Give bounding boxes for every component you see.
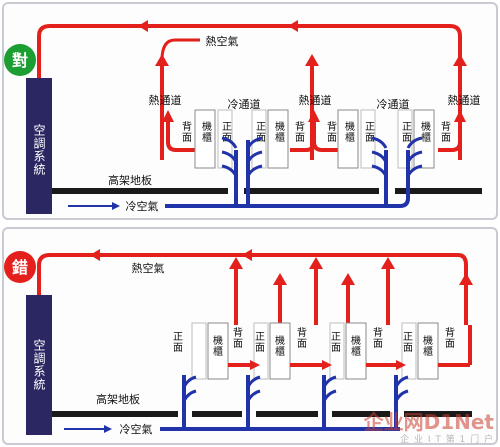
- watermark-brand: 企业网D1Net: [363, 410, 494, 434]
- back-label: 背面: [180, 120, 192, 143]
- front-label: 正面: [171, 331, 183, 353]
- rack-label: 機櫃: [211, 334, 223, 357]
- cold-aisle-label: 冷通道: [228, 97, 261, 111]
- hot-arrowhead: [288, 20, 298, 32]
- hot-air-label: 熱空氣: [206, 34, 239, 48]
- watermark: 企业网D1Net 企 业 I T 第 1 门 户: [364, 412, 494, 445]
- hot-arrowhead: [138, 20, 148, 32]
- watermark-sub: 企 业 I T 第 1 门 户: [400, 435, 494, 445]
- back-label: 背面: [371, 326, 383, 349]
- hot-arrowhead: [242, 249, 252, 261]
- hot-air-return-line: [37, 253, 468, 295]
- hot-air-return-line: [37, 24, 462, 86]
- back-label: 背面: [293, 120, 305, 143]
- back-label: 背面: [295, 326, 307, 349]
- hot-aisle-exhaust: [162, 110, 466, 152]
- front-label: 正面: [400, 121, 412, 143]
- ac-label: 空調系統: [32, 124, 46, 176]
- cold-air-curls: [182, 375, 409, 402]
- hot-air-label: 熱空氣: [132, 261, 165, 275]
- rack-label: 機櫃: [343, 120, 355, 143]
- cold-aisle-label: 冷通道: [377, 97, 410, 111]
- correct-panel: 空調系統 熱空氣 熱通道: [0, 0, 500, 222]
- front-label: 正面: [254, 121, 266, 143]
- correct-badge: [4, 44, 36, 76]
- cold-air-label: 冷空氣: [126, 199, 159, 213]
- cold-air-curls: [221, 136, 423, 177]
- hot-aisle-label: 熱通道: [448, 93, 481, 107]
- floor-label: 高架地板: [96, 392, 140, 406]
- ac-unit: [26, 295, 52, 435]
- hot-aisle-label: 熱通道: [149, 93, 182, 107]
- front-label: 正面: [401, 331, 413, 353]
- rack-label: 機櫃: [349, 334, 361, 357]
- correct-badge-text: 對: [12, 51, 28, 70]
- wrong-badge: [4, 251, 36, 283]
- ac-label: 空調系統: [32, 339, 46, 391]
- front-label: 正面: [329, 331, 341, 353]
- rack-label: 機櫃: [421, 334, 433, 357]
- rack-label: 機櫃: [200, 120, 212, 143]
- rack-label: 機櫃: [273, 120, 285, 143]
- ac-unit: [26, 78, 52, 214]
- hot-recirculation: [228, 325, 472, 367]
- front-label: 正面: [253, 331, 265, 353]
- wrong-diagram: 空調系統 熱空氣 正面 機櫃 背面 正面 機: [4, 249, 473, 436]
- cold-air-label: 冷空氣: [120, 422, 153, 436]
- raised-floor: [52, 188, 482, 194]
- front-label: 正面: [363, 121, 375, 143]
- back-label: 背面: [443, 326, 455, 349]
- hot-risers: [234, 265, 468, 325]
- back-label: 背面: [325, 120, 337, 143]
- wrong-panel: 空調系統 熱空氣 正面 機櫃 背面 正面 機: [0, 225, 500, 447]
- back-label: 背面: [231, 326, 243, 349]
- correct-diagram: 空調系統 熱空氣 熱通道: [4, 20, 482, 214]
- floor-label: 高架地板: [108, 173, 152, 187]
- hot-arrowhead: [90, 249, 100, 261]
- raised-floor: [52, 411, 472, 417]
- hot-aisle-label: 熱通道: [299, 93, 332, 107]
- rack-label: 機櫃: [273, 334, 285, 357]
- back-label: 背面: [439, 120, 451, 143]
- cold-air-duct: [165, 150, 410, 208]
- wrong-badge-text: 錯: [12, 258, 28, 277]
